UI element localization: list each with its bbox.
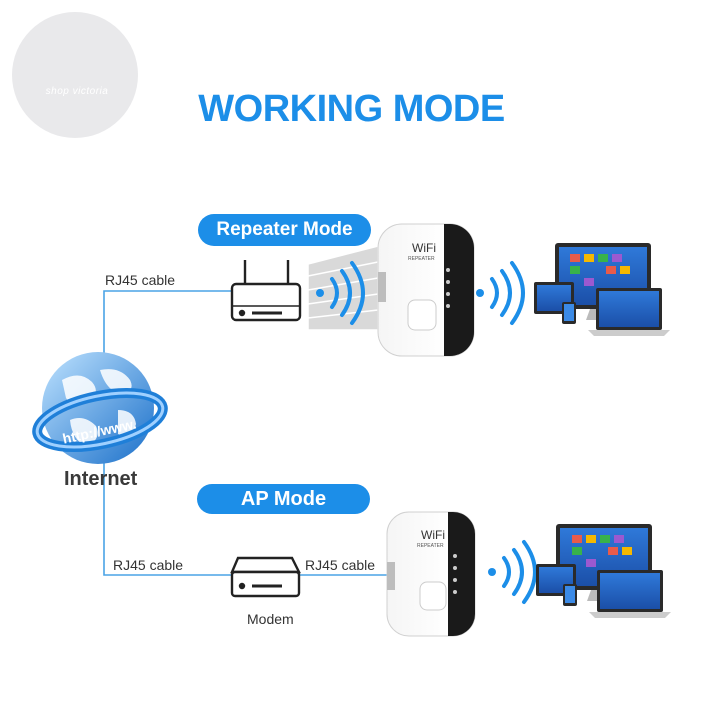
wifi-wave-icon: [488, 540, 537, 604]
ap-device-brand: WiFi: [421, 528, 445, 542]
rj45-cable-label-bottom-right: RJ45 cable: [305, 557, 376, 573]
rj45-line-top: [103, 290, 232, 368]
devices-icon: [536, 524, 671, 618]
repeater-brand: WiFi: [412, 241, 436, 255]
devices-icon: [534, 243, 670, 336]
ap-device-subtitle: REPEATER: [417, 543, 444, 549]
page-title: WORKING MODE: [198, 88, 505, 130]
repeater-mode-label: Repeater Mode: [198, 214, 371, 246]
router-icon: [230, 260, 302, 322]
repeater-subtitle: REPEATER: [408, 256, 435, 262]
globe-icon: [32, 352, 168, 464]
repeater-device-icon: [377, 223, 475, 357]
wall-icon: [307, 245, 379, 331]
connection-lines: [103, 290, 388, 576]
watermark-text: shop victoria: [45, 86, 109, 97]
ap-device-icon: [386, 511, 476, 637]
rj45-cable-label-bottom-left: RJ45 cable: [113, 557, 184, 573]
modem-label: Modem: [247, 611, 294, 627]
rj45-cable-label-top: RJ45 cable: [105, 272, 176, 288]
internet-label: Internet: [64, 468, 138, 490]
rj45-line-bottom: [103, 452, 232, 576]
wifi-wave-icon: [316, 261, 365, 325]
ap-mode-label: AP Mode: [197, 484, 370, 514]
watermark-badge: [12, 12, 138, 138]
modem-icon: [230, 556, 301, 598]
wifi-wave-icon: [476, 261, 525, 325]
